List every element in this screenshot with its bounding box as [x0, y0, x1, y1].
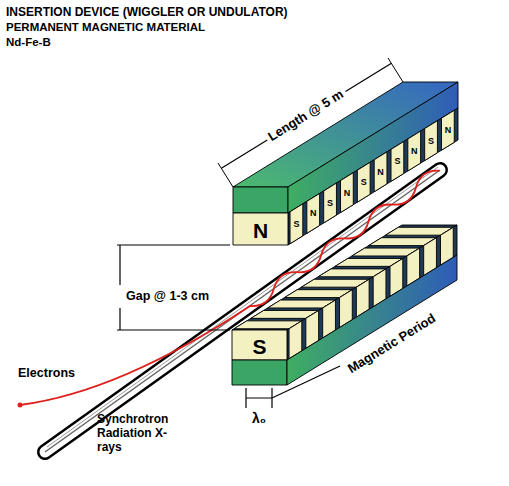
- electron-path: [20, 171, 440, 405]
- lower-magnet-array: S: [232, 224, 458, 386]
- pole-label: N: [253, 220, 268, 241]
- dimension-label: Gap @ 1-3 cm: [126, 289, 209, 303]
- period-marker: [246, 388, 272, 408]
- pole-label: S: [252, 336, 266, 357]
- magnet-block: [374, 152, 387, 192]
- electron-dot: [18, 403, 23, 408]
- pole-letter: S: [293, 219, 299, 228]
- part-label: Electrons: [18, 366, 75, 380]
- magnet-block: [442, 110, 455, 150]
- pole-letter: S: [428, 136, 434, 145]
- part-label: Synchrotron Radiation X-rays: [97, 413, 177, 454]
- magnet-block: [357, 162, 370, 202]
- period-symbol: λ₀: [252, 410, 266, 426]
- magnet-block: [425, 121, 438, 161]
- pole-letter: N: [411, 147, 418, 156]
- magnet-block: [233, 213, 288, 245]
- pole-letter: N: [310, 209, 317, 218]
- magnet-block: [290, 204, 303, 244]
- pole-letter: S: [361, 178, 367, 187]
- pole-letter: S: [394, 157, 400, 166]
- magnet-block: [232, 330, 287, 360]
- backing-plate: [233, 187, 288, 213]
- diagram-title: INSERTION DEVICE (WIGGLER OR UNDULATOR): [6, 5, 288, 19]
- upper-magnet-array: N S N S N S N S N S N: [233, 82, 459, 246]
- magnet-block: [324, 183, 337, 223]
- magnet-gap: [288, 108, 458, 245]
- magnet-block: [341, 173, 354, 213]
- header-label: Nd-Fe-B: [6, 36, 51, 49]
- backing-plate: [288, 82, 458, 213]
- magnet-outline: [232, 224, 458, 386]
- header-label: PERMANENT MAGNETIC MATERIAL: [6, 21, 205, 34]
- pole-letter: N: [344, 188, 351, 197]
- pole-letter: N: [445, 126, 452, 135]
- backing-plate: [232, 360, 287, 385]
- pole-letter: N: [377, 167, 384, 176]
- pole-letter: S: [327, 199, 333, 208]
- magnet-block: [391, 141, 404, 181]
- gap-dimension-line: [117, 245, 230, 330]
- backing-plate: [287, 255, 457, 385]
- magnet-block: [408, 131, 421, 171]
- magnet-block: [307, 193, 320, 233]
